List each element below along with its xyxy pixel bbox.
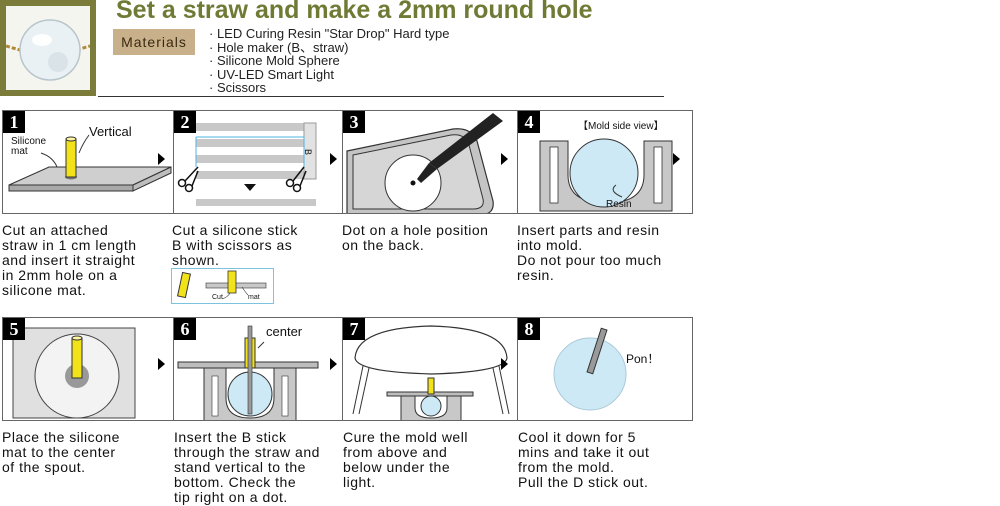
mold-side-view-illustration [539, 138, 673, 212]
step-number: 5 [3, 318, 25, 340]
next-arrow-icon [158, 358, 165, 370]
step-8-panel: 8 Pon！ [517, 317, 693, 421]
step-number: 4 [518, 111, 540, 133]
next-arrow-icon [330, 358, 337, 370]
header-divider [98, 96, 664, 97]
next-arrow-icon [330, 153, 337, 165]
mat-on-spout-illustration [12, 327, 136, 419]
step-number: 3 [343, 111, 365, 133]
resin-label: Resin [606, 199, 632, 210]
scissors-icon [285, 166, 307, 193]
silicone-mat-label: Silicone mat [11, 136, 47, 157]
next-arrow-icon [673, 153, 680, 165]
step-number: 7 [343, 318, 365, 340]
pon-label: Pon！ [626, 352, 660, 366]
scissors-icon [177, 166, 199, 193]
cut-detail-inset: Cut mat [171, 268, 274, 304]
uv-light-curing-illustration [352, 325, 510, 420]
center-label: center [266, 324, 303, 339]
silicone-mat-illustration [8, 134, 172, 192]
product-thumbnail [0, 0, 96, 96]
step-4-panel: 4 【Mold side view】 Resin [517, 110, 693, 214]
materials-label: Materials [113, 29, 195, 55]
step-1-panel: 1 Vertical Silicone mat [2, 110, 178, 214]
b-stick-label: B [303, 148, 314, 156]
material-item: · Hole maker (B、straw) [209, 39, 349, 55]
finished-sphere-illustration [553, 327, 627, 411]
materials-list: · LED Curing Resin "Star Drop" Hard type… [209, 27, 449, 95]
step-3-panel: 3 [342, 110, 518, 214]
page-title: Set a straw and make a 2mm round hole [116, 0, 593, 24]
material-item: · LED Curing Resin "Star Drop" Hard type [209, 26, 450, 41]
material-item: · UV-LED Smart Light [209, 66, 334, 82]
step-2-panel: 2 B [173, 110, 349, 214]
cut-label: Cut [212, 294, 223, 301]
mold-side-view-label: 【Mold side view】 [578, 121, 664, 132]
step-number: 6 [174, 318, 196, 340]
stick-through-straw-illustration [177, 325, 319, 420]
cutting-silicone-stick-illustration [177, 122, 317, 206]
pen-icon [417, 113, 503, 183]
vertical-label: Vertical [89, 124, 132, 139]
next-arrow-icon [158, 153, 165, 165]
step-6-panel: 6 center [173, 317, 349, 421]
material-item: · Silicone Mold Sphere [209, 53, 340, 68]
step-number: 8 [518, 318, 540, 340]
step-7-panel: 7 [342, 317, 518, 421]
step-number: 1 [3, 111, 25, 133]
step-number: 2 [174, 111, 196, 133]
step-5-panel: 5 [2, 317, 178, 421]
mat-label: mat [248, 294, 260, 301]
dot-hole-position-illustration [346, 113, 503, 213]
material-item: · Scissors [209, 80, 267, 95]
next-arrow-icon [501, 153, 508, 165]
next-arrow-icon [501, 358, 508, 370]
